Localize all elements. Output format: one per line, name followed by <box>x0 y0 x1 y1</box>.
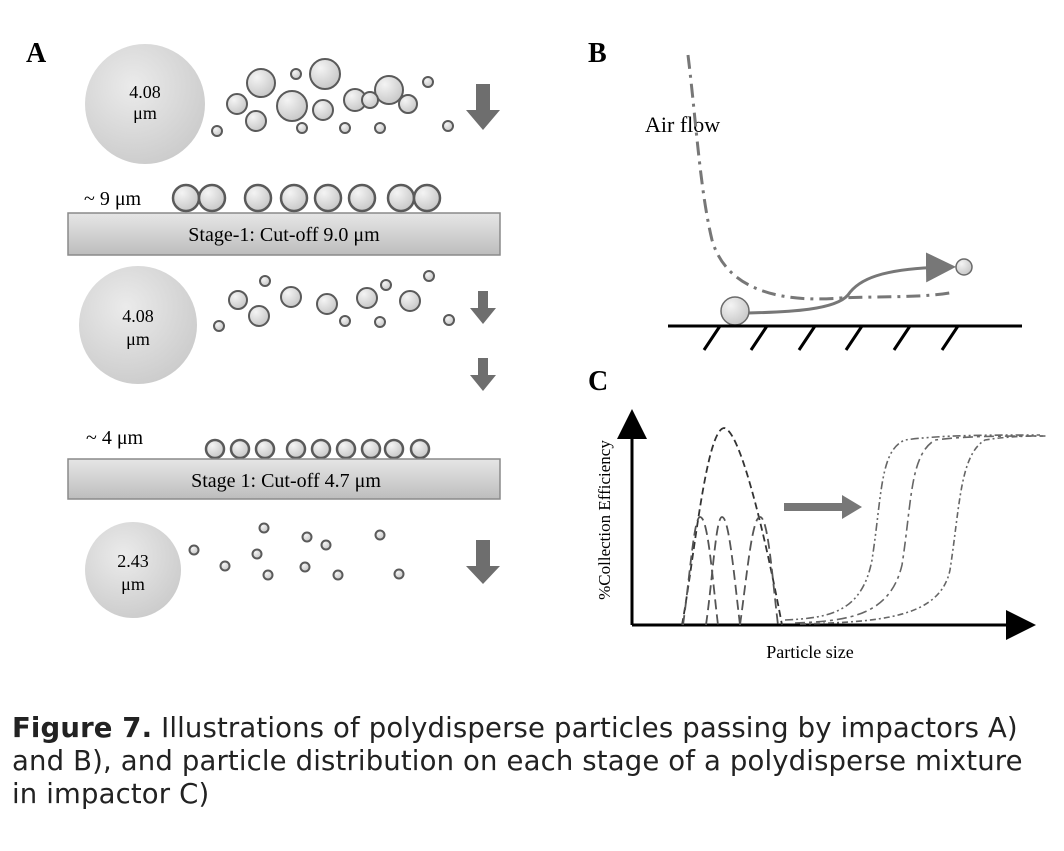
impaction-surface <box>668 324 1022 351</box>
stage-2-plate: Stage 1: Cut-off 4.7 μm <box>67 458 501 500</box>
down-arrow-2 <box>470 291 496 324</box>
stage-peak-3 <box>739 516 779 626</box>
panel-c: C %Collection Efficiency Particle size <box>588 366 1049 662</box>
cumulative-curve-3 <box>799 435 1049 625</box>
size-circle-1: 4.08 μm <box>85 44 205 164</box>
down-arrow-4 <box>466 540 500 584</box>
panel-a: A 4.08 μm ~ 9 μ <box>26 38 501 618</box>
particle-cloud-2 <box>213 270 455 332</box>
panel-c-label: C <box>588 366 608 397</box>
size-circle-2: 4.08 μm <box>79 266 197 384</box>
stage-2-deposited-particles <box>204 438 431 460</box>
cumulative-curve-1 <box>784 434 1041 621</box>
size-circle-3-value: 2.43 <box>117 551 149 571</box>
size-circle-2-value: 4.08 <box>122 306 154 326</box>
caption-label: Figure 7. <box>12 712 153 744</box>
stage-2-particle-size: ~ 4 μm <box>86 427 144 449</box>
air-flow-streamline <box>686 54 956 301</box>
deposited-large-particle <box>720 296 750 326</box>
down-arrow-1 <box>466 84 500 130</box>
figure-diagram: A 4.08 μm ~ 9 μ <box>26 38 1049 662</box>
stage-peak-1 <box>682 516 719 626</box>
stage-1-deposited-particles <box>171 183 442 213</box>
stage-1-particle-size: ~ 9 μm <box>84 188 142 210</box>
x-axis-label: Particle size <box>766 642 853 662</box>
figure-caption: Figure 7. Illustrations of polydisperse … <box>12 712 1052 811</box>
shift-arrow <box>784 495 862 519</box>
down-arrow-3 <box>470 358 496 391</box>
panel-a-label: A <box>26 38 47 69</box>
size-circle-3-unit: μm <box>121 574 145 594</box>
air-flow-label: Air flow <box>645 112 720 137</box>
stage-peak-2 <box>705 516 741 626</box>
stage-1-plate: Stage-1: Cut-off 9.0 μm <box>67 212 501 256</box>
panel-b: B Air flow <box>588 38 1022 351</box>
cumulative-curve-2 <box>794 435 1046 624</box>
stage-1-plate-label: Stage-1: Cut-off 9.0 μm <box>188 224 380 246</box>
size-circle-1-value: 4.08 <box>129 82 161 102</box>
stage-2-plate-label: Stage 1: Cut-off 4.7 μm <box>191 470 381 492</box>
particle-cloud-3 <box>188 522 405 581</box>
overall-distribution-curve <box>681 427 783 626</box>
particle-trajectory <box>747 252 956 315</box>
y-axis-label: %Collection Efficiency <box>595 440 614 600</box>
escaping-small-particle <box>955 258 973 276</box>
panel-b-label: B <box>588 38 607 69</box>
size-circle-1-unit: μm <box>133 103 157 123</box>
particle-cloud-1 <box>211 58 454 137</box>
caption-text: Illustrations of polydisperse particles … <box>12 712 1023 810</box>
size-circle-2-unit: μm <box>126 329 150 349</box>
size-circle-3: 2.43 μm <box>85 522 181 618</box>
